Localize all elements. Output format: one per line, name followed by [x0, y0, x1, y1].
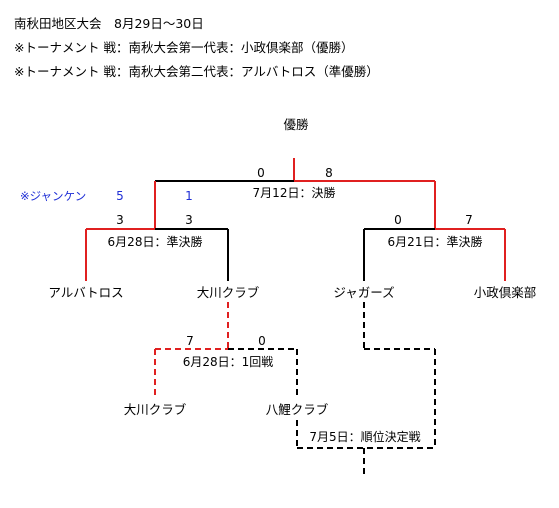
- semi-right-score-left: 0: [394, 213, 402, 227]
- header-second-representative: ※トーナメント 戦：南秋大会第二代表：アルバトロス（準優勝）: [14, 64, 379, 79]
- janken-score-left: 5: [116, 189, 124, 203]
- team-okawa-club-r1: 大川クラブ: [123, 402, 187, 417]
- semi-left-score-right: 3: [185, 213, 193, 227]
- janken-note: ※ジャンケン: [20, 189, 87, 203]
- semi-right-score-right: 7: [465, 213, 473, 227]
- final-score-right: 8: [325, 166, 333, 180]
- team-jaguars: ジャガーズ: [333, 285, 395, 300]
- round1-label: 6月28日：1回戦: [182, 355, 274, 369]
- header-title: 南秋田地区大会 8月29日〜30日: [14, 16, 204, 31]
- champion-label: 優勝: [283, 117, 309, 132]
- semi-left-label: 6月28日：準決勝: [107, 235, 203, 249]
- team-okawa-club: 大川クラブ: [196, 285, 260, 300]
- placement-label: 7月5日：順位決定戦: [309, 430, 421, 444]
- header-first-representative: ※トーナメント 戦：南秋大会第一代表：小政倶楽部（優勝）: [14, 40, 354, 55]
- team-hachiri-club: 八鯉クラブ: [265, 402, 329, 417]
- round1-score-right: 0: [258, 334, 266, 348]
- team-albatross: アルバトロス: [48, 285, 124, 300]
- final-score-left: 0: [257, 166, 265, 180]
- janken-score-right: 1: [185, 189, 193, 203]
- final-label: 7月12日：決勝: [252, 186, 336, 200]
- team-komasa-club: 小政倶楽部: [473, 285, 537, 300]
- semi-right-label: 6月21日：準決勝: [387, 235, 483, 249]
- round1-score-left: 7: [186, 334, 194, 348]
- semi-left-score-left: 3: [116, 213, 124, 227]
